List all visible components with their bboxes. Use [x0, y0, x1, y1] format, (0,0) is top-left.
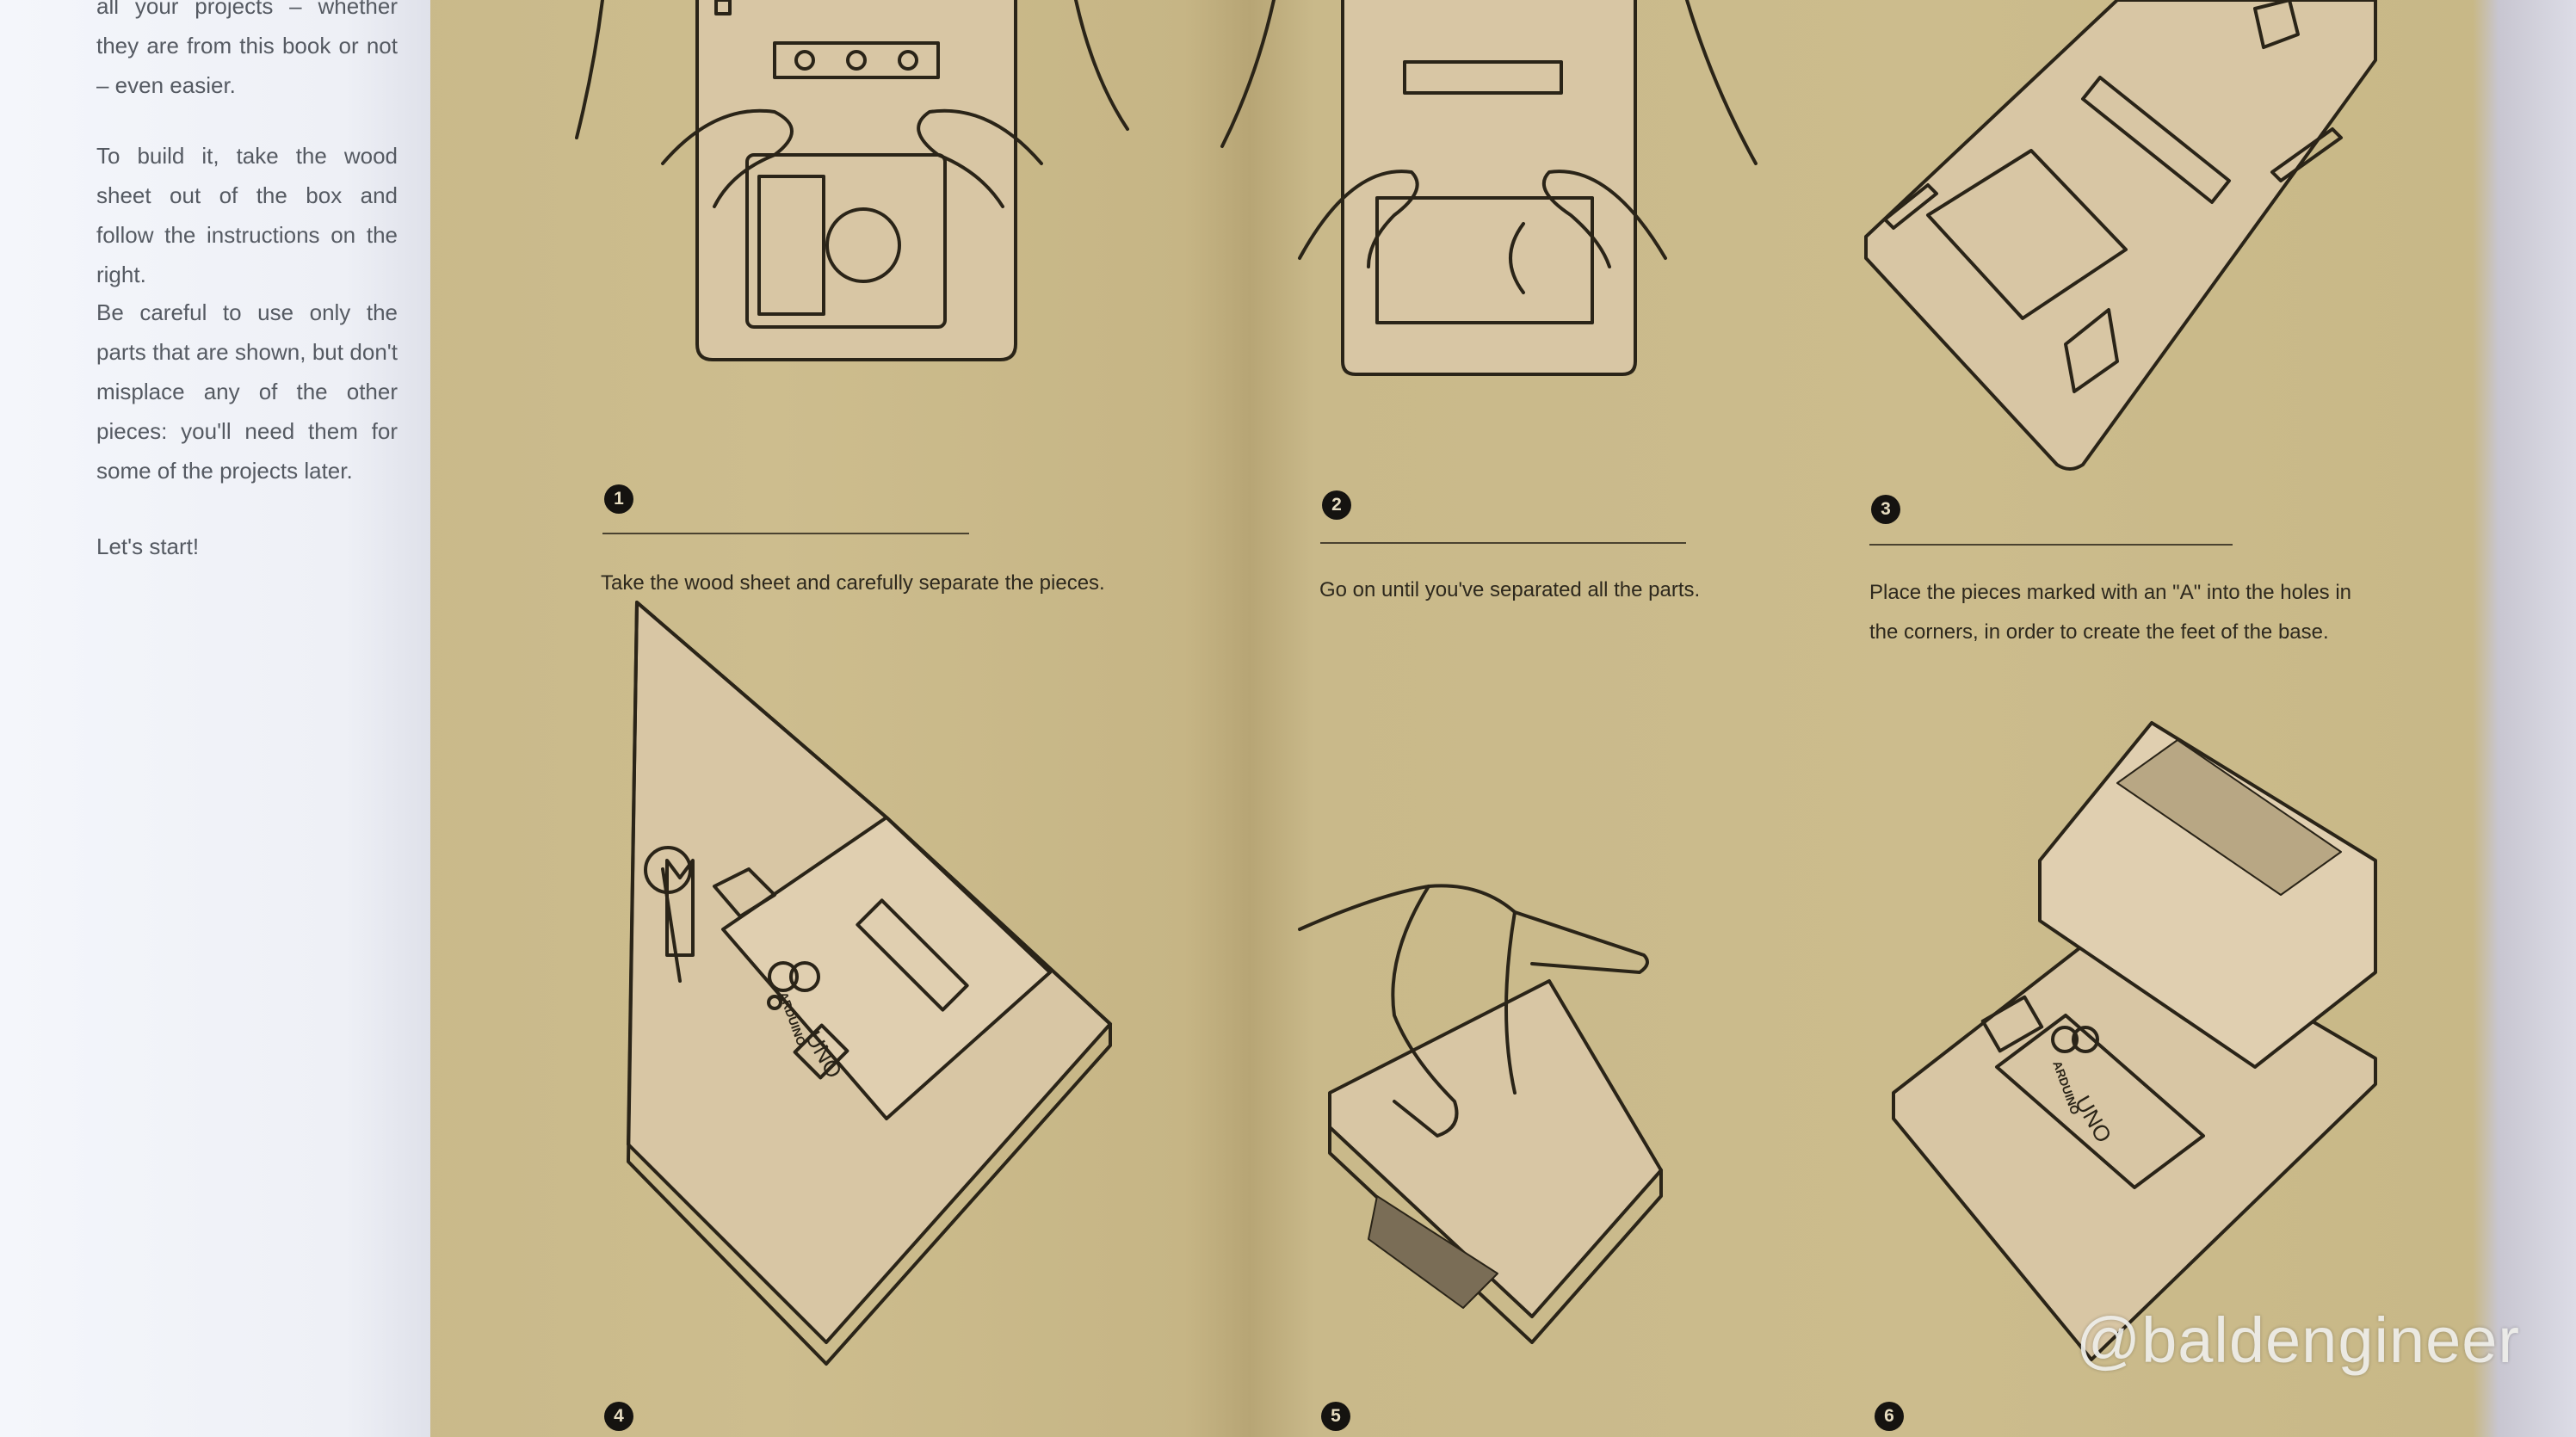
step-text-1: Take the wood sheet and carefully separa… [601, 571, 1105, 595]
left-paragraph-3: Be careful to use only the parts that ar… [96, 299, 398, 484]
step4-illustration [627, 601, 1112, 1366]
step3-illustration [1864, 0, 2377, 471]
step-text-3: Place the pieces marked with an "A" into… [1869, 581, 2352, 644]
step-rule-1 [602, 533, 969, 534]
step-rule-2 [1320, 542, 1686, 544]
watermark: @baldengineer [2076, 1304, 2521, 1376]
step-number-2: 2 [1322, 490, 1351, 520]
step1-illustration [575, 0, 1129, 361]
step5-illustration [1298, 884, 1663, 1344]
step-number-4: 4 [604, 1402, 633, 1431]
step6-illustration [1892, 721, 2377, 1361]
step-number-1: 1 [604, 484, 633, 514]
step-text-2: Go on until you've separated all the par… [1319, 578, 1701, 601]
step-number-3: 3 [1871, 495, 1900, 524]
step2-illustration [1220, 0, 1757, 376]
left-paragraph-4: Let's start! [96, 533, 200, 559]
step-rule-3 [1869, 544, 2233, 546]
step-number-5: 5 [1321, 1402, 1350, 1431]
left-paragraph-2: To build it, take the wood sheet out of … [96, 143, 398, 287]
step-number-6: 6 [1875, 1402, 1904, 1431]
left-paragraph-1: all your projects – whether they are fro… [96, 0, 398, 98]
left-page: all your projects – whether they are fro… [0, 0, 430, 1437]
